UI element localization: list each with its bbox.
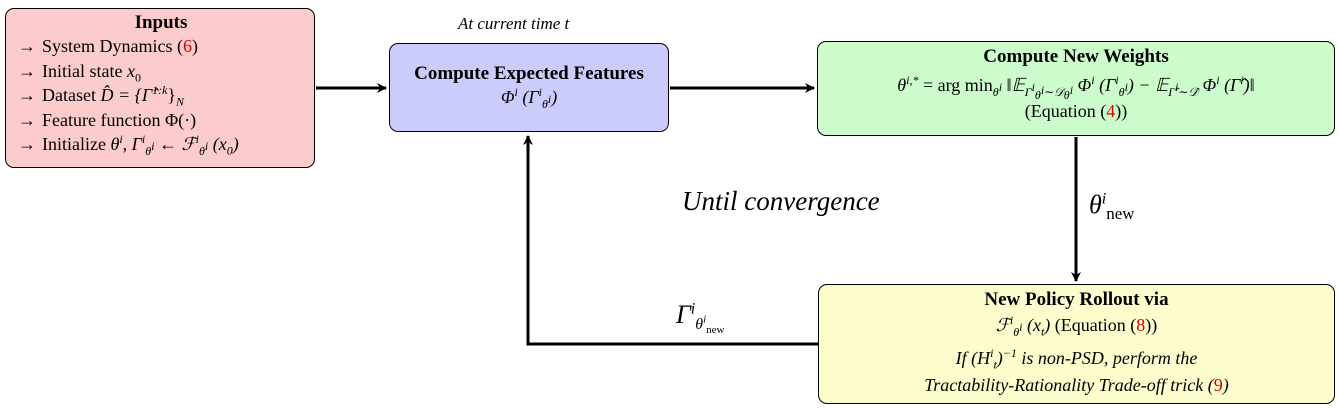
weights-equation-ref: (Equation (4)) (1024, 101, 1128, 121)
expected-features-formula: Φi (Γiθi) (500, 85, 558, 111)
arrow-bullet-icon: → (18, 36, 36, 56)
expected-features-title: Compute Expected Features (414, 63, 644, 84)
compute-weights-box: Compute New Weights θi,* = arg minθi ‖𝔼Γ… (817, 41, 1335, 136)
arrow-bullet-icon: → (18, 134, 36, 154)
expected-features-box: Compute Expected Features Φi (Γiθi) (389, 43, 669, 132)
input-item-feature-function: →Feature function Φ(·) (18, 108, 304, 133)
arrow-rollout-to-expected (523, 135, 818, 346)
arrow-bullet-icon: → (18, 85, 36, 105)
arrow-bullet-icon: → (18, 60, 36, 81)
policy-rollout-box: New Policy Rollout via ℱiθi (xt) (Equati… (818, 284, 1335, 404)
until-convergence-label: Until convergence (682, 186, 880, 216)
input-item-dynamics: →System Dynamics (6) (18, 34, 304, 59)
policy-rollout-title: New Policy Rollout via (984, 289, 1169, 310)
arrow-bullet-icon: → (18, 109, 36, 130)
current-time-label: At current time t (458, 14, 570, 33)
inputs-title: Inputs (134, 12, 188, 33)
compute-weights-title: Compute New Weights (983, 46, 1169, 67)
ref-link[interactable]: 8 (1136, 315, 1146, 335)
weights-formula: θi,* = arg minθi ‖𝔼Γiθi∼𝒟θi Φi (Γiθi) − … (897, 73, 1255, 102)
input-item-initial-state: →Initial state x0 (18, 60, 141, 85)
gamma-new-label: Γiθinew (676, 300, 725, 337)
ref-link[interactable]: 4 (1106, 101, 1116, 121)
rollout-note-line1: If (Hit)−1 is non-PSD, perform the (955, 346, 1198, 372)
input-item-dataset: →Dataset D̂ = {Γ̂1:k}N (18, 83, 185, 109)
ref-link[interactable]: 6 (183, 36, 192, 56)
theta-new-label: θinew (1089, 190, 1135, 224)
rollout-formula: ℱiθi (xt) (Equation (8)) (995, 313, 1158, 339)
rollout-note-line2: Tractability-Rationality Trade-off trick… (924, 375, 1229, 395)
initialize-formula: θi, Γiθi ← ℱiθi (x0) (110, 132, 239, 158)
inputs-box: Inputs →System Dynamics (6) →Initial sta… (5, 8, 315, 168)
input-item-initialize: →Initialize θi, Γiθi ← ℱiθi (x0) (18, 132, 239, 158)
ref-link[interactable]: 9 (1213, 375, 1223, 395)
